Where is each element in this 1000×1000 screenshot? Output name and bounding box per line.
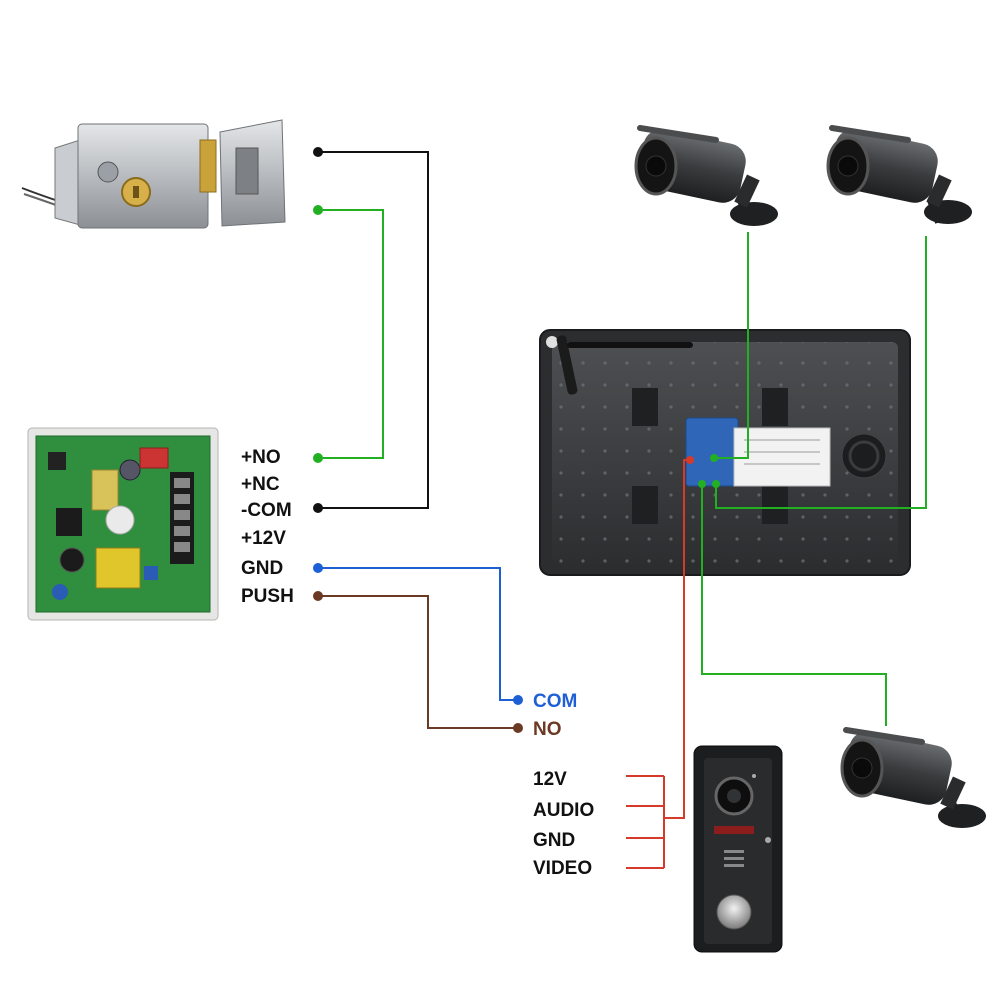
brown-terminal-dot-push (313, 591, 323, 601)
brown-terminal-dot-no (513, 723, 523, 733)
wire-camera-3 (701, 484, 887, 726)
green-terminal-dot-no (313, 453, 323, 463)
wire-blue-path (318, 567, 518, 701)
wire-camera-2 (715, 236, 927, 509)
wire-blue (313, 563, 523, 705)
label-doorbell-video: VIDEO (533, 858, 592, 879)
electric-lock-image (21, 119, 286, 229)
wire-camera-1 (714, 232, 749, 459)
power-supply-board-image (27, 427, 219, 621)
wire-brown (313, 591, 523, 733)
camera-1-image (634, 125, 778, 226)
wire-green-lock (313, 205, 384, 463)
label-12v: +12V (241, 528, 286, 549)
label-push: PUSH (241, 586, 294, 607)
wire-black-path (318, 151, 429, 509)
monitor-port-dot-2 (712, 480, 720, 488)
blue-terminal-dot-gnd (313, 563, 323, 573)
wire-black (313, 147, 429, 513)
label-no: +NO (241, 447, 281, 468)
label-doorbell-12v: 12V (533, 769, 567, 790)
label-exit-no: NO (533, 719, 562, 740)
monitor-port-dot-3 (698, 480, 706, 488)
blue-terminal-dot-com (513, 695, 523, 705)
label-doorbell-gnd: GND (533, 830, 575, 851)
doorbell-panel-image (693, 745, 783, 953)
indoor-monitor-image (539, 329, 911, 576)
camera-2-image (826, 125, 972, 224)
black-terminal-dot-lock (313, 147, 323, 157)
green-terminal-dot-lock (313, 205, 323, 215)
black-terminal-dot-com (313, 503, 323, 513)
wire-green-lock-path (318, 209, 384, 459)
label-exit-com: COM (533, 691, 577, 712)
label-doorbell-audio: AUDIO (533, 800, 594, 821)
power-supply-labels: +NO +NC -COM +12V GND PUSH (241, 447, 294, 607)
wire-brown-path (318, 595, 518, 729)
label-com: -COM (241, 500, 292, 521)
camera-3-image (840, 727, 986, 828)
label-nc: +NC (241, 474, 280, 495)
exit-button-labels: COM NO (533, 691, 577, 740)
wire-red (626, 456, 694, 869)
doorbell-wire-labels: 12V AUDIO GND VIDEO (533, 769, 594, 879)
wire-green-cameras (698, 232, 927, 726)
label-gnd: GND (241, 558, 283, 579)
monitor-port-dot-red (686, 456, 694, 464)
monitor-port-dot-1 (710, 454, 718, 462)
